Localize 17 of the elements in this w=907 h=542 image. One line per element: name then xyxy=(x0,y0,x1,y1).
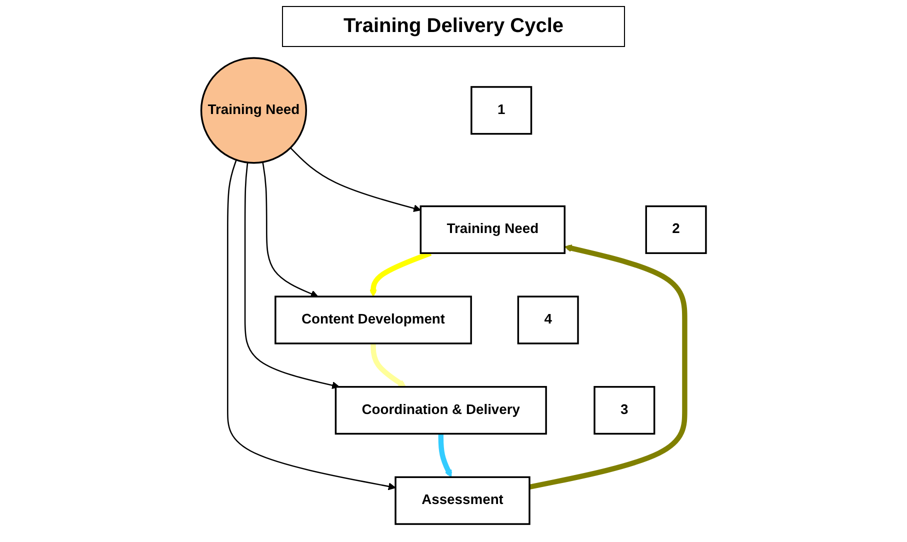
node-box: Assessment xyxy=(394,476,530,525)
title: Training Delivery Cycle xyxy=(282,6,625,47)
node-box: Training Need xyxy=(420,205,566,254)
node-box: 4 xyxy=(517,296,579,344)
arrow xyxy=(290,147,421,212)
arrow xyxy=(370,343,406,388)
arrow xyxy=(438,434,452,478)
node-box: Coordination & Delivery xyxy=(334,386,547,435)
node-box: 2 xyxy=(645,205,707,254)
arrow xyxy=(226,160,396,490)
node-circle: Training Need xyxy=(200,57,307,164)
node-box: 3 xyxy=(594,386,656,435)
arrow xyxy=(528,244,688,490)
arrow xyxy=(244,162,340,390)
node-box: 1 xyxy=(470,86,532,135)
node-box: Content Development xyxy=(274,296,472,344)
arrow xyxy=(262,162,318,298)
